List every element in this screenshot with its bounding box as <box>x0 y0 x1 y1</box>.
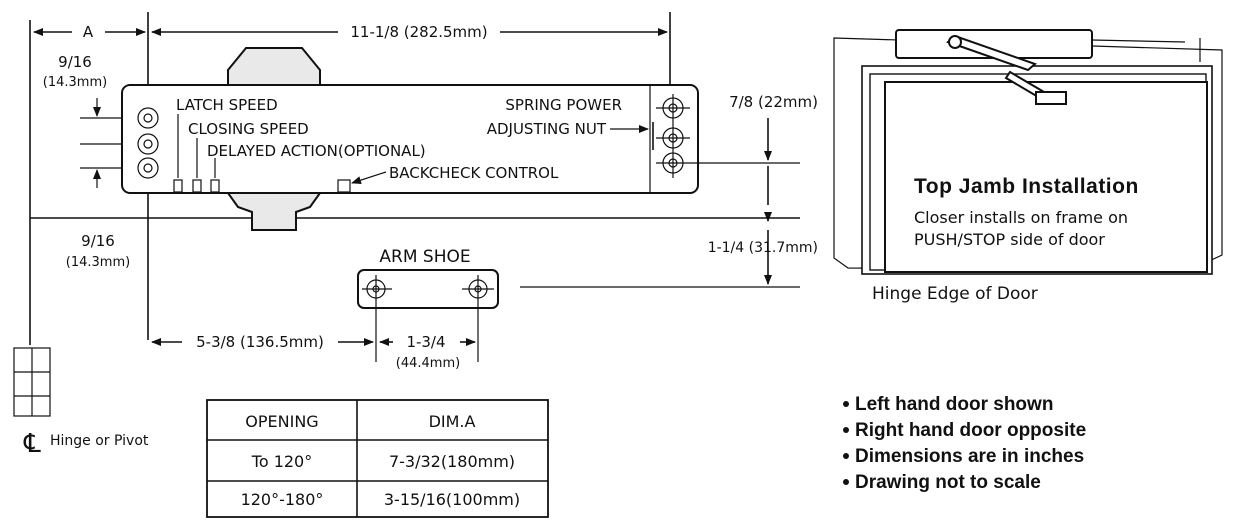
table-cell-dim-2: 3-15/16(100mm) <box>384 490 520 509</box>
hinge-edge-label: Hinge Edge of Door <box>872 284 1038 304</box>
left-mounting-holes <box>137 107 159 179</box>
hinge-or-pivot-label: Hinge or Pivot <box>50 433 149 449</box>
note-1: Left hand door shown <box>855 394 1053 415</box>
top-offset-fraction: 9/16 <box>58 53 92 71</box>
dim-a-label: A <box>83 23 94 41</box>
shoe-spacing-label: 1-3/4 <box>406 333 445 351</box>
arm-shoe-holes <box>362 275 494 362</box>
arm-shoe <box>357 269 499 309</box>
installation-title: Top Jamb Installation <box>914 175 1139 198</box>
bottom-offset-fraction: 9/16 <box>81 232 115 250</box>
note-3: Dimensions are in inches <box>855 446 1084 467</box>
installation-line-2: PUSH/STOP side of door <box>914 230 1105 249</box>
centerline-symbol: ℄ <box>23 429 41 459</box>
top-offset-mm: (14.3mm) <box>43 75 107 90</box>
note-2: Right hand door opposite <box>855 420 1086 441</box>
right-mounting-holes <box>656 94 690 178</box>
note-4: Drawing not to scale <box>855 472 1041 493</box>
delayed-action-label: DELAYED ACTION(OPTIONAL) <box>207 142 426 160</box>
hinge-block <box>13 347 51 417</box>
door-frame-illustration <box>833 29 1223 275</box>
closer-top-boss <box>227 47 321 86</box>
installation-line-1: Closer installs on frame on <box>914 208 1128 227</box>
bottom-offset-mm: (14.3mm) <box>66 255 130 270</box>
spring-power-label-line1: SPRING POWER <box>505 96 622 114</box>
spring-power-label-line2: ADJUSTING NUT <box>487 120 607 138</box>
table-cell-dim-1: 7-3/32(180mm) <box>389 452 515 471</box>
right-top-dim-label: 7/8 (22mm) <box>729 93 818 111</box>
closing-speed-label: CLOSING SPEED <box>188 120 309 138</box>
table-header-dim-a: DIM.A <box>429 412 476 431</box>
arm-shoe-label: ARM SHOE <box>379 247 470 267</box>
notes-list <box>843 401 849 485</box>
shoe-spacing-mm-label: (44.4mm) <box>396 356 460 371</box>
shoe-offset-label: 5-3/8 (136.5mm) <box>196 333 324 351</box>
table-cell-opening-1: To 120° <box>251 452 312 471</box>
overall-width-label: 11-1/8 (282.5mm) <box>350 23 487 41</box>
backcheck-label: BACKCHECK CONTROL <box>389 164 559 182</box>
closer-bottom-boss <box>226 192 322 231</box>
closer-body <box>121 84 699 194</box>
adjustment-valves <box>173 114 387 193</box>
table-header-opening: OPENING <box>245 412 318 431</box>
dimension-table <box>206 399 549 518</box>
right-bottom-dim-label: 1-1/4 (31.7mm) <box>708 240 818 256</box>
latch-speed-label: LATCH SPEED <box>176 96 278 114</box>
table-cell-opening-2: 120°-180° <box>241 490 324 509</box>
